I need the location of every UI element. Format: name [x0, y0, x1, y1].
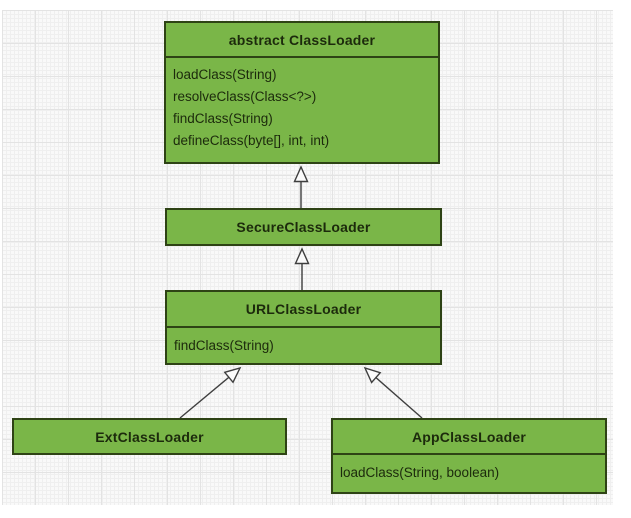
class-box-ext-classloader: ExtClassLoader [12, 418, 287, 455]
class-methods: loadClass(String) resolveClass(Class<?>)… [166, 58, 438, 152]
class-title: abstract ClassLoader [166, 23, 438, 58]
class-methods: loadClass(String, boolean) [333, 455, 605, 484]
class-title: ExtClassLoader [95, 428, 204, 445]
class-methods: findClass(String) [167, 328, 440, 357]
class-box-abstract-classloader: abstract ClassLoader loadClass(String) r… [164, 21, 440, 164]
method-item: findClass(String) [174, 338, 274, 353]
class-box-app-classloader: AppClassLoader loadClass(String, boolean… [331, 418, 607, 494]
method-item: resolveClass(Class<?>) [173, 89, 317, 104]
class-title: URLClassLoader [167, 292, 440, 328]
method-item: defineClass(byte[], int, int) [173, 133, 330, 148]
method-item: loadClass(String) [173, 67, 277, 82]
class-title: SecureClassLoader [236, 219, 371, 235]
class-box-url-classloader: URLClassLoader findClass(String) [165, 290, 442, 365]
class-title: AppClassLoader [333, 420, 605, 455]
method-item: loadClass(String, boolean) [340, 465, 500, 480]
method-item: findClass(String) [173, 111, 273, 126]
class-box-secure-classloader: SecureClassLoader [165, 208, 442, 246]
